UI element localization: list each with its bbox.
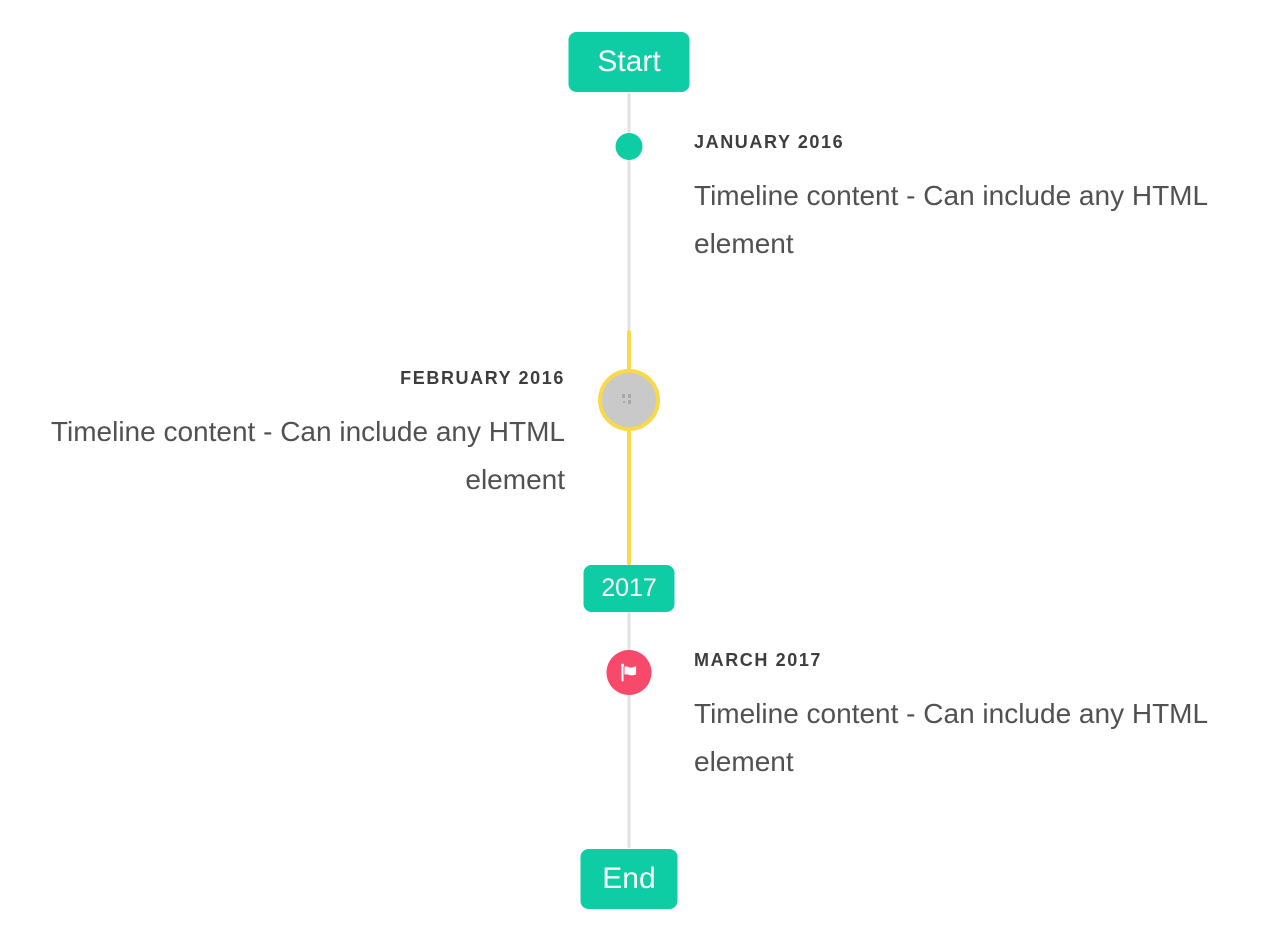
entry-content: Timeline content - Can include any HTML … <box>694 698 1208 777</box>
timeline-line-segment-bottom <box>627 612 631 848</box>
end-badge-label: End <box>602 862 656 895</box>
marker-march-flag-circle[interactable] <box>606 650 652 695</box>
end-badge[interactable]: End <box>580 849 678 909</box>
entry-title: MARCH 2017 <box>694 650 823 670</box>
year-badge-label: 2017 <box>601 574 657 602</box>
entry-title: JANUARY 2016 <box>694 132 845 152</box>
timeline-entry-march-2017: MARCH 2017 Timeline content - Can includ… <box>694 650 1224 786</box>
timeline-line-segment-highlighted <box>627 330 631 565</box>
broken-image-icon <box>621 393 637 407</box>
timeline-entry-january-2016: JANUARY 2016 Timeline content - Can incl… <box>694 132 1224 268</box>
entry-title: FEBRUARY 2016 <box>400 368 565 388</box>
entry-content: Timeline content - Can include any HTML … <box>50 416 565 495</box>
timeline-line-segment-top <box>627 93 631 330</box>
start-badge[interactable]: Start <box>568 32 690 92</box>
year-2017-badge[interactable]: 2017 <box>583 565 675 612</box>
timeline-entry-february-2016: FEBRUARY 2016 Timeline content - Can inc… <box>35 368 565 504</box>
entry-content: Timeline content - Can include any HTML … <box>694 180 1208 259</box>
flag-icon <box>617 661 641 685</box>
start-badge-label: Start <box>597 45 661 78</box>
marker-february-image-circle[interactable] <box>598 369 660 431</box>
marker-january-dot[interactable] <box>615 133 643 160</box>
